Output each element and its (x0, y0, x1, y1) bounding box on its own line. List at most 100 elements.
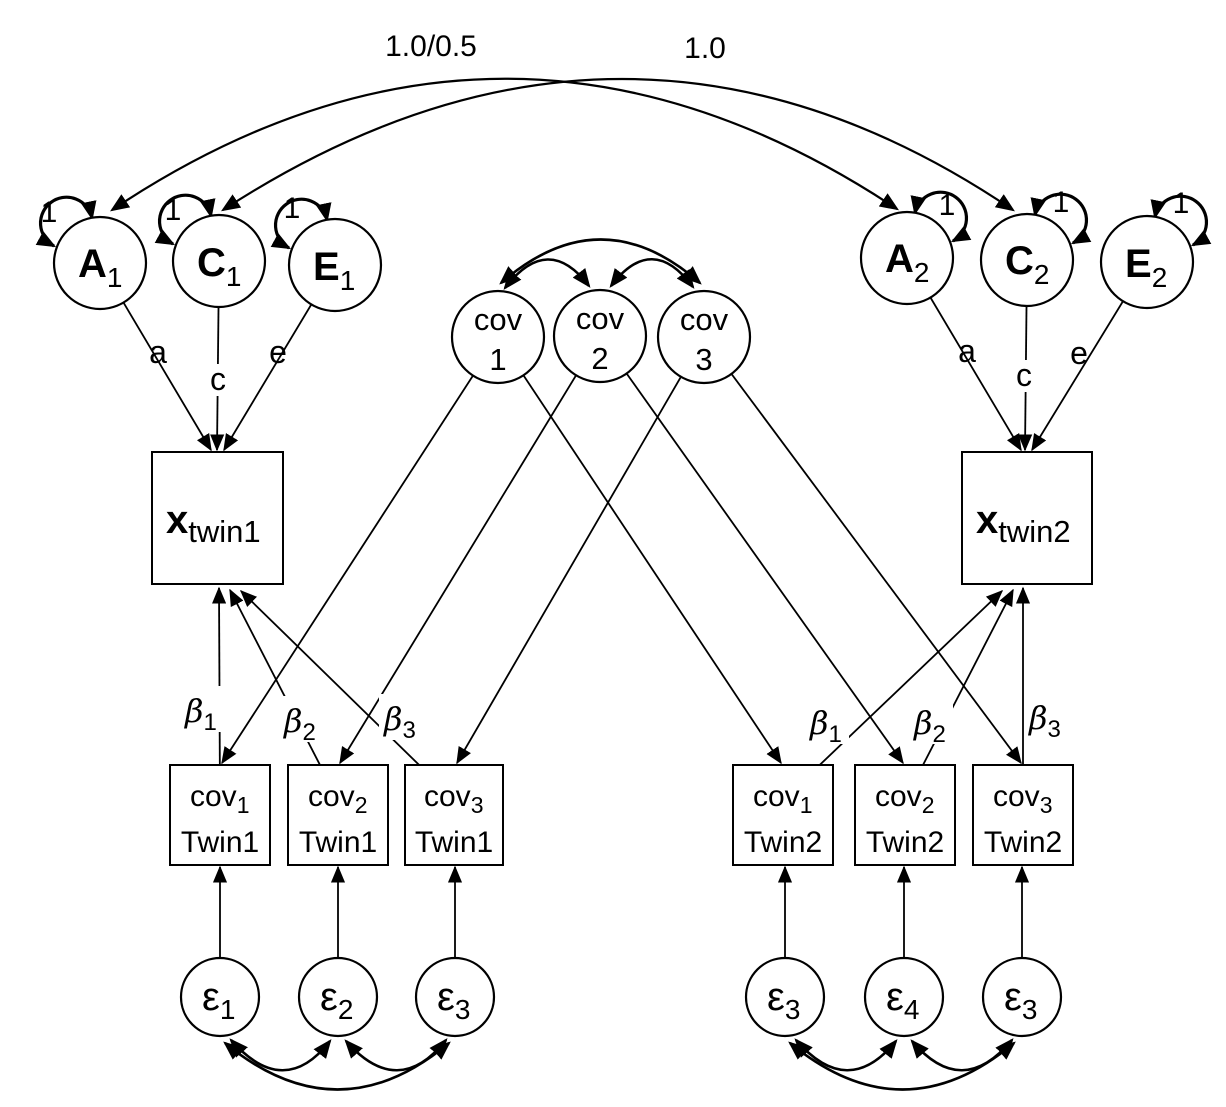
cov3-twin1-box (404, 764, 504, 866)
label-beta2-twin2-bg (909, 698, 953, 744)
variance-loop-C1 (154, 193, 216, 246)
label-beta2-twin1: β2 (283, 702, 316, 746)
latent-C1-circle (171, 213, 267, 309)
label-cov3twin1-line1: cov3 (424, 780, 483, 818)
label-cov1twin2-line1: cov1 (753, 780, 812, 818)
label-cov1twin1-line2: Twin1 (181, 826, 259, 859)
epsilon4-twin2-circle (863, 956, 945, 1038)
label-beta2-twin1-bg (279, 696, 323, 742)
latent-A1-circle (52, 215, 148, 311)
label-eps3-twin2: ε3 (767, 975, 800, 1025)
arc-cov1-cov3 (499, 238, 702, 285)
latent-E2-circle (1099, 214, 1195, 310)
label-path-e-twin1: e (269, 334, 287, 370)
path-cov1-to-cov1twin2 (497, 336, 782, 765)
latent-A2-circle (859, 210, 955, 306)
label-variance-E2: 1 (1173, 187, 1190, 220)
label-eps1-twin1: ε1 (202, 975, 235, 1025)
path-cov2-to-cov2twin1 (339, 335, 601, 765)
label-cov3-line1: cov (680, 302, 729, 337)
epsilon3-twin2-circle (744, 956, 826, 1038)
label-cov2twin2-line1: cov2 (875, 780, 934, 818)
label-cov3-line2: 3 (695, 342, 712, 377)
label-beta3-twin1-bg (379, 694, 423, 740)
label-A2: A2 (885, 237, 929, 288)
label-variance-A2: 1 (939, 189, 956, 222)
label-eps2-twin1: ε2 (320, 975, 353, 1025)
label-cov3twin2-line1: cov3 (993, 780, 1052, 818)
label-A1: A1 (78, 242, 122, 293)
label-path-e-twin2: e (1070, 335, 1088, 371)
cov1-twin2-box (732, 764, 834, 866)
label-path-c-twin2: c (1016, 357, 1032, 393)
label-variance-C2: 1 (1053, 186, 1070, 219)
label-xtwin2: xtwin2 (976, 498, 1071, 549)
label-eps4-twin2: ε4 (886, 975, 919, 1025)
path-cov3-to-cov3twin1 (456, 336, 705, 765)
cov2-twin1-box (287, 764, 389, 866)
label-eps3-twin1: ε3 (437, 975, 470, 1025)
arc-eps3-eps3b-twin2 (788, 1041, 1016, 1091)
arc-eps2-eps3-twin1 (344, 1038, 448, 1072)
label-cov1-line2: 1 (489, 342, 506, 377)
label-variance-E1: 1 (284, 192, 301, 225)
label-xtwin1: xtwin1 (166, 498, 261, 549)
variance-loop-E2 (1150, 194, 1212, 247)
latent-C2-circle (979, 212, 1075, 308)
arc-eps1-eps3-twin1 (223, 1041, 451, 1091)
label-cov2twin1-line2: Twin1 (299, 826, 377, 859)
cov1-twin1-box (169, 764, 271, 866)
arc-eps1-eps2-twin1 (229, 1038, 332, 1072)
epsilon3-twin1-circle (414, 956, 496, 1038)
label-eps3b-twin2: ε3 (1004, 975, 1037, 1025)
label-beta1-twin1-bg (180, 686, 224, 732)
label-variance-A1: 1 (41, 196, 58, 229)
label-cov3twin1-line2: Twin1 (415, 826, 493, 859)
path-cov1-to-cov1twin1 (221, 336, 499, 765)
xtwin2-box (961, 451, 1093, 585)
label-cov2twin2-line2: Twin2 (866, 826, 944, 859)
label-C2: C2 (1005, 239, 1049, 290)
label-cov3twin2-line2: Twin2 (984, 826, 1062, 859)
epsilon2-twin1-circle (297, 956, 379, 1038)
path-cov2-to-cov2twin2 (599, 335, 904, 765)
cov3-twin2-box (972, 764, 1074, 866)
epsilon1-twin1-circle (179, 956, 261, 1038)
label-E2: E2 (1125, 242, 1167, 293)
label-E1: E1 (313, 245, 355, 296)
latent-cov3-circle (656, 289, 752, 385)
latent-cov1-circle (450, 289, 546, 385)
xtwin1-box (151, 451, 284, 585)
label-path-a-twin1: a (149, 334, 167, 370)
arc-A1-A2 (110, 77, 899, 212)
label-beta3-twin1: β3 (383, 700, 416, 744)
variance-loop-E1 (270, 197, 332, 250)
latent-cov2-circle (552, 288, 648, 384)
arc-cov1-cov2 (503, 258, 591, 290)
variance-loop-C2 (1030, 192, 1092, 245)
label-cov1twin1-line1: cov1 (190, 780, 249, 818)
label-cov1-line1: cov (474, 302, 523, 337)
label-path-c-twin2-bg (1011, 360, 1037, 392)
label-beta2-twin2: β2 (913, 704, 946, 748)
label-variance-C1: 1 (165, 194, 182, 227)
label-beta3-twin2: β3 (1028, 699, 1061, 743)
label-arc-A1-A2: 1.0/0.5 (385, 30, 477, 63)
label-beta1-twin2: β1 (809, 704, 842, 748)
label-cov1twin2-line2: Twin2 (744, 826, 822, 859)
label-cov2-line1: cov (576, 301, 625, 336)
variance-loops-layer (35, 190, 1212, 250)
label-path-c-twin1: c (210, 361, 226, 397)
arc-cov2-cov3 (609, 258, 695, 289)
variance-loop-A2 (910, 190, 972, 243)
label-beta1-twin1: β1 (184, 692, 217, 736)
path-cov3-to-cov3twin2 (703, 336, 1022, 765)
label-arc-C1-C2: 1.0 (684, 32, 726, 65)
label-path-c-twin1-bg (205, 364, 231, 396)
nodes-layer (52, 210, 1195, 1038)
arc-eps3-eps4-twin2 (794, 1038, 898, 1072)
label-beta1-twin2-bg (805, 698, 849, 744)
latent-E1-circle (287, 217, 383, 313)
